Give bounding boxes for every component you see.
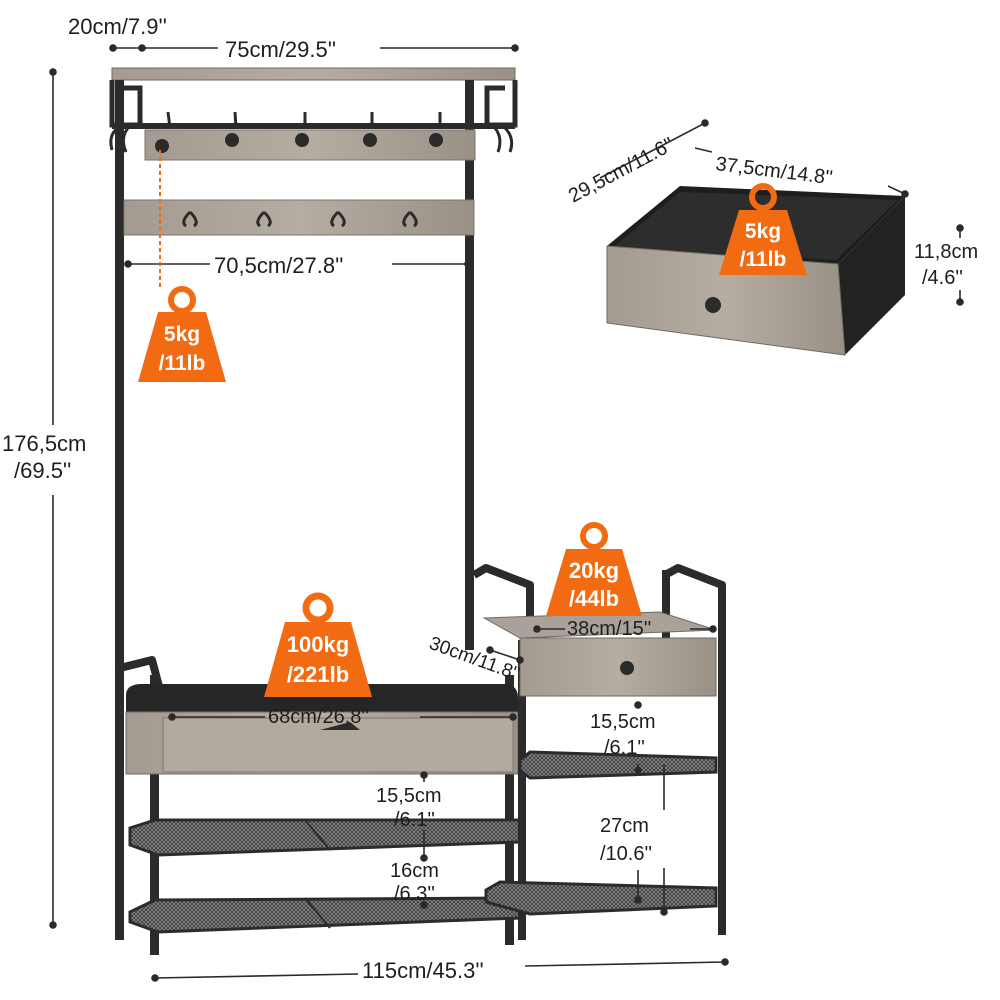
cabinet-shelf-lower	[484, 880, 718, 916]
hook-knob-icon	[225, 133, 239, 147]
dim-right-lower-2: /10.6''	[600, 843, 652, 865]
weight-bench-line1: 100kg	[287, 632, 349, 657]
double-hook-icon	[330, 210, 346, 228]
weight-icon	[719, 210, 807, 275]
dim-drawer-height-2: /4.6''	[922, 267, 963, 289]
double-hook-icon	[256, 210, 272, 228]
cabinet-post-back	[662, 570, 670, 650]
bench-cushion	[126, 684, 518, 712]
weight-drawer-line1: 5kg	[745, 220, 781, 243]
cabinet-arm-left	[471, 564, 534, 640]
weight-drawer-line2: /11lb	[740, 248, 787, 271]
hall-tree	[109, 67, 522, 955]
weight-badge-cabinet: 20kg /44lb	[546, 522, 642, 616]
hook-knob-icon	[363, 133, 377, 147]
weight-icon	[546, 549, 642, 616]
dim-bench-width: 68cm/26.8''	[268, 706, 369, 728]
dim-drawer-width: 37,5cm/14.8''	[714, 153, 834, 189]
side-cabinet	[471, 564, 726, 940]
dim-total-width: 115cm/45.3''	[362, 958, 484, 983]
drawer-side-right	[838, 196, 905, 355]
bench-lid-handle	[320, 722, 360, 730]
dim-drawer-height-1: 11,8cm	[914, 241, 978, 263]
dim-bench-lower-2: /6.3''	[394, 883, 435, 905]
upper-hooks	[155, 111, 443, 153]
post-right	[465, 80, 474, 650]
cabinet-shelf-upper	[518, 750, 718, 780]
weight-badge-hooks: 5kg /11lb	[138, 286, 226, 382]
dim-bench-lower-1: 16cm	[390, 860, 439, 882]
hanging-rod	[112, 123, 515, 129]
cabinet-arm-right	[663, 564, 726, 935]
post-left	[115, 80, 124, 940]
side-hook-right	[503, 126, 514, 153]
weight-badge-bench: 100kg /221lb	[264, 592, 372, 697]
top-shelf	[111, 67, 516, 81]
dim-right-gap-1: 15,5cm	[590, 711, 656, 733]
hook-knob-icon	[429, 133, 443, 147]
dim-cabinet-depth: 30cm/11.8''	[426, 633, 522, 685]
bench-armrest	[119, 656, 164, 692]
dimension-lines	[49, 44, 964, 982]
dim-cabinet-width: 38cm/15''	[567, 618, 651, 640]
drawer-pull-icon	[705, 297, 721, 313]
dim-top-width: 75cm/29.5''	[225, 37, 336, 62]
weight-icon	[264, 622, 372, 697]
hook-knob-icon	[295, 133, 309, 147]
dim-right-gap-2: /6.1''	[604, 737, 645, 759]
post-bench-right	[505, 675, 514, 945]
weight-badge-drawer: 5kg /11lb	[719, 183, 807, 275]
dim-drawer-depth: 29,5cm/11.6''	[565, 133, 678, 207]
dim-total-height-1: 176,5cm	[2, 431, 86, 456]
double-hook-icon	[402, 210, 418, 228]
dim-total-height-2: /69.5''	[14, 458, 71, 483]
weight-hooks-line2: /11lb	[159, 352, 206, 375]
dim-shelf-depth: 20cm/7.9''	[68, 14, 167, 39]
double-hook-icon	[182, 210, 198, 228]
drawer-pull-icon	[620, 661, 634, 675]
cabinet-drawer	[519, 637, 717, 697]
hook-knob-icon	[155, 139, 169, 153]
dim-bench-gap-1: 15,5cm	[376, 785, 442, 807]
double-hooks	[182, 210, 418, 228]
shoe-shelf-upper	[128, 818, 522, 857]
weight-bench-line2: /221lb	[287, 662, 349, 687]
dimension-labels: 20cm/7.9'' 75cm/29.5'' 70,5cm/27.8'' 176…	[2, 14, 978, 983]
post-bench-front-left	[150, 675, 159, 955]
dim-right-lower-1: 27cm	[600, 815, 649, 837]
lower-hook-board	[123, 199, 475, 236]
weight-hooks-line1: 5kg	[164, 323, 200, 346]
dim-hook-span: 70,5cm/27.8''	[214, 253, 343, 278]
shelf-bracket-right	[484, 80, 518, 128]
weight-icon	[138, 312, 226, 382]
weight-cabinet-line2: /44lb	[569, 586, 619, 611]
upper-hook-board	[144, 129, 476, 161]
shoe-shelf-lower	[128, 896, 522, 934]
cabinet-post-front	[518, 640, 526, 940]
dim-bench-gap-2: /6.1''	[394, 809, 435, 831]
weight-cabinet-line1: 20kg	[569, 558, 619, 583]
side-hook-left	[109, 126, 119, 151]
side-hook-right-2	[493, 127, 502, 153]
side-hook-left-2	[121, 127, 130, 153]
